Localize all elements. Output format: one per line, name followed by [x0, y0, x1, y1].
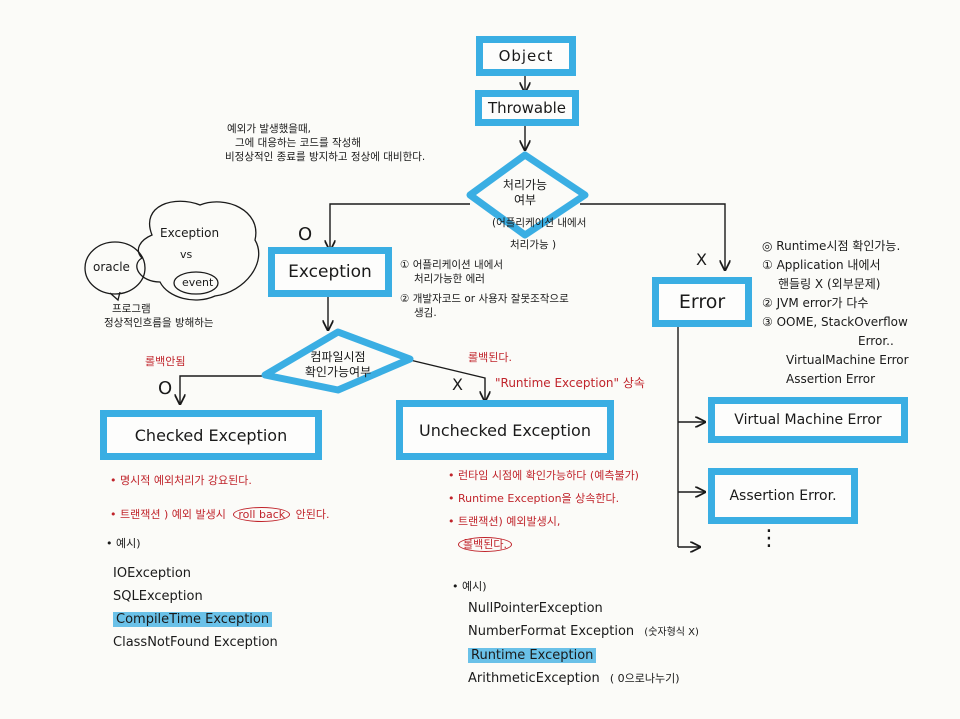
node-throwable: Throwable	[475, 90, 579, 126]
error-note-3: 핸들링 X (외부문제)	[778, 277, 881, 291]
branch-no-unchecked: X	[452, 375, 463, 394]
error-more-ellipsis: ⋮	[758, 526, 780, 551]
branch-yes-exception: O	[298, 224, 313, 245]
checked-examples-label: • 예시)	[106, 537, 141, 550]
throwable-note-line3: 비정상적인 종료를 방지하고 정상에 대비한다.	[225, 151, 426, 163]
checked-note-2-text: • 트랜잭션 ) 예외 발생시	[110, 508, 226, 521]
checked-example-4: ClassNotFound Exception	[113, 635, 278, 650]
sketch-vs-label: vs	[180, 248, 193, 261]
unchecked-examples-label: • 예시)	[452, 580, 487, 593]
checked-note-rollback: roll back	[233, 507, 291, 522]
node-exception: Exception	[268, 247, 392, 297]
node-object: Object	[476, 36, 576, 76]
unchecked-note-1: • 런타임 시점에 확인가능하다 (예측불가)	[448, 469, 639, 482]
checked-note-1: • 명시적 예외처리가 강요된다.	[110, 474, 252, 487]
oracle-bubble	[84, 241, 146, 295]
rollback-yes-label: 롤백된다.	[468, 351, 512, 364]
error-note-5: ③ OOME, StackOverflow	[762, 315, 908, 329]
node-checked-exception: Checked Exception	[100, 410, 322, 460]
checked-examples: IOException SQLException CompileTime Exc…	[113, 562, 278, 654]
unchecked-notes: • 런타임 시점에 확인가능하다 (예측불가) • Runtime Except…	[448, 464, 639, 556]
unchecked-note-3: • 트랜잭션) 예외발생시,	[448, 515, 561, 528]
oracle-note: 프로그램 정상적인흐름을 방해하는	[104, 302, 214, 330]
oracle-note-line2: 정상적인흐름을 방해하는	[104, 317, 214, 329]
edge-decision2-unchecked	[409, 359, 485, 401]
node-error: Error	[652, 277, 752, 327]
sketch-exception-label: Exception	[160, 226, 220, 240]
decision1-line2: 여부	[513, 193, 537, 207]
sketch-event-label: event	[182, 276, 214, 289]
node-virtual-machine-error: Virtual Machine Error	[708, 397, 908, 443]
checked-example-1: IOException	[113, 566, 192, 581]
unchecked-example-1: NullPointerException	[468, 601, 603, 616]
throwable-note-line1: 예외가 발생했을때,	[227, 123, 311, 135]
throwable-note: 예외가 발생했을때, 그에 대응하는 코드를 작성해 비정상적인 종료를 방지하…	[225, 122, 425, 164]
oracle-note-line1: 프로그램	[112, 303, 151, 315]
checked-example-3: CompileTime Exception	[113, 612, 273, 627]
oracle-label: oracle	[93, 260, 130, 274]
decision2-line2: 확인가능여부	[304, 365, 372, 379]
unchecked-example-2-note: (숫자형식 X)	[644, 627, 699, 638]
throwable-note-line2: 그에 대응하는 코드를 작성해	[235, 137, 361, 149]
unchecked-example-3: Runtime Exception	[468, 648, 597, 663]
checked-example-2: SQLException	[113, 589, 203, 604]
node-assertion-error: Assertion Error.	[708, 468, 858, 524]
error-note-7: VirtualMachine Error	[786, 353, 909, 367]
exception-note-line2: 처리가능한 에러	[414, 273, 485, 285]
unchecked-note-4: 롤백된다.	[458, 537, 512, 552]
error-note-2: ① Application 내에서	[762, 258, 881, 272]
decision1-line1: 처리가능	[502, 178, 548, 192]
unchecked-note-2: • Runtime Exception을 상속한다.	[448, 492, 620, 505]
unchecked-example-2: NumberFormat Exception	[468, 624, 635, 639]
error-note-8: Assertion Error	[786, 372, 876, 386]
event-circle	[173, 271, 219, 295]
exception-note-line4: 생김.	[414, 307, 437, 319]
exception-note-line1: ① 어플리케이션 내에서	[400, 259, 504, 271]
branch-yes-checked: O	[158, 378, 173, 399]
checked-note-2: • 트랜잭션 ) 예외 발생시 roll back 안된다.	[110, 506, 329, 522]
exception-cloud	[136, 200, 260, 301]
error-note-4: ② JVM error가 다수	[762, 296, 869, 310]
branch-no-error: X	[696, 250, 707, 269]
error-note-1: ◎ Runtime시점 확인가능.	[762, 239, 901, 253]
decision2-line1: 컴파일시점	[310, 350, 366, 364]
unchecked-example-4-note: ( 0으로나누기)	[609, 672, 680, 685]
decision2-label: 컴파일시점 확인가능여부	[283, 350, 393, 380]
decision2-diamond	[261, 328, 414, 394]
exception-note-line3: ② 개발자코드 or 사용자 잘못조작으로	[400, 293, 569, 305]
decision1-sub1: (어플리케이션 내에서	[492, 217, 587, 229]
error-note-6: Error..	[858, 334, 894, 348]
rollback-none-label: 롤백안됨	[145, 355, 186, 368]
edge-decision1-error	[580, 203, 725, 270]
oracle-bubble-tail	[109, 291, 121, 302]
exception-note: ① 어플리케이션 내에서 처리가능한 에러 ② 개발자코드 or 사용자 잘못조…	[400, 258, 569, 320]
unchecked-examples: NullPointerException NumberFormat Except…	[468, 597, 699, 690]
edge-decision1-exception	[330, 203, 470, 250]
checked-note-2-tail: 안된다.	[295, 508, 330, 521]
node-unchecked-exception: Unchecked Exception	[396, 400, 614, 460]
edge-decision2-checked	[180, 375, 265, 404]
decision1-diamond	[466, 151, 589, 239]
decision1-sub2: 처리가능 )	[510, 239, 557, 251]
unchecked-example-4: ArithmeticException	[468, 671, 600, 686]
runtime-inherit-label: "Runtime Exception" 상속	[495, 376, 645, 390]
error-notes: ◎ Runtime시점 확인가능. ① Application 내에서 핸들링 …	[762, 237, 909, 389]
decision1-label: 처리가능 여부	[480, 178, 570, 208]
